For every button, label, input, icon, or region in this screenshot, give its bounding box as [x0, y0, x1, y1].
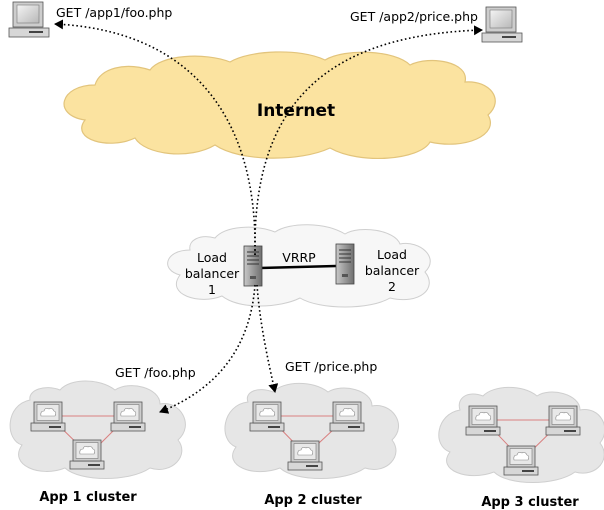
load-balancer-1-server-icon — [243, 245, 263, 287]
internet-label: Internet — [257, 101, 335, 121]
app2-node-3-icon — [287, 440, 323, 471]
app3-node-3-icon — [503, 445, 539, 476]
vrrp-link — [259, 264, 337, 270]
forwarded-request-app2-label: GET /price.php — [285, 359, 377, 374]
lb1-label-line-1: Load — [197, 250, 227, 265]
app2-cluster-lan — [266, 415, 350, 456]
lb2-label-line-2: balancer — [365, 263, 420, 278]
app3-node-2-icon — [545, 405, 581, 436]
vrrp-label: VRRP — [282, 250, 316, 265]
app1-node-1-icon — [30, 401, 66, 432]
app2-node-2-icon — [329, 401, 365, 432]
flow-lb-to-app1-cluster — [159, 284, 256, 414]
app3-cluster-lan — [482, 419, 565, 461]
lb2-label-line-3: 2 — [388, 279, 396, 294]
client-2-workstation-icon — [481, 6, 523, 43]
app3-cluster-label: App 3 cluster — [481, 495, 579, 510]
app1-node-2-icon — [110, 401, 146, 432]
flow-lb-to-app2-cluster — [256, 284, 279, 393]
lb1-label-line-3: 1 — [208, 282, 216, 297]
client-1-workstation-icon — [8, 1, 50, 38]
app1-node-3-icon — [69, 439, 105, 470]
app3-node-1-icon — [465, 405, 501, 436]
lb2-label-line-1: Load — [377, 247, 407, 262]
internet-cloud — [63, 51, 496, 159]
app2-cluster-label: App 2 cluster — [264, 493, 362, 508]
forwarded-request-app1-label: GET /foo.php — [115, 365, 196, 380]
app1-cluster-lan — [47, 415, 130, 456]
client-2-request-label: GET /app2/price.php — [350, 9, 478, 24]
client-1-request-label: GET /app1/foo.php — [56, 5, 172, 20]
lb1-label-line-2: balancer — [185, 266, 240, 281]
load-balancer-2-server-icon — [335, 243, 355, 285]
app2-node-1-icon — [249, 401, 285, 432]
app1-cluster-label: App 1 cluster — [39, 490, 137, 505]
